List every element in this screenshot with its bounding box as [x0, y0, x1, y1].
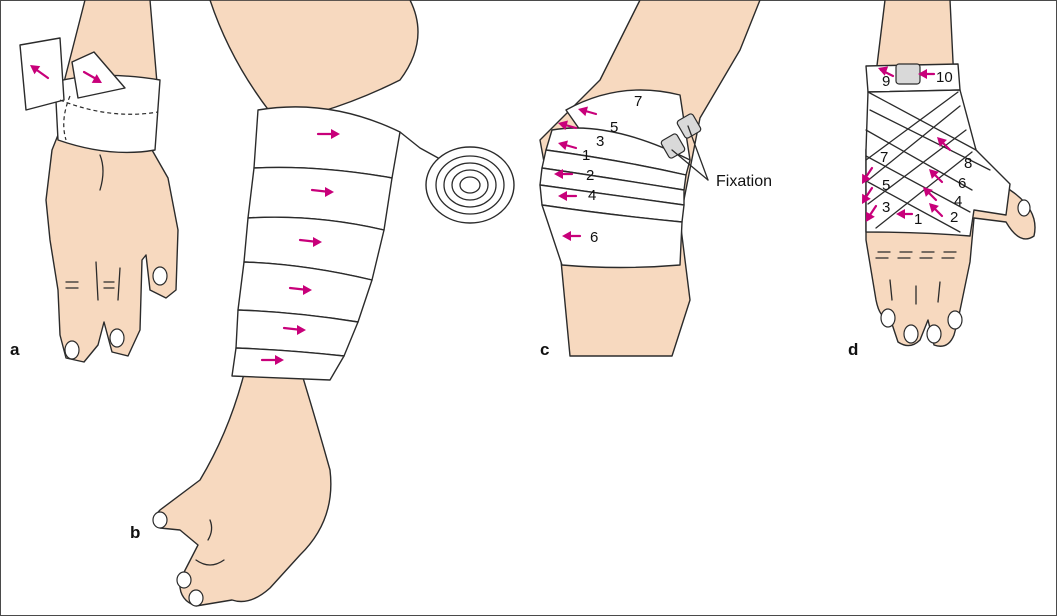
- hand-b: [155, 368, 331, 606]
- layer-number-7: 7: [634, 93, 642, 110]
- layer-number-4: 4: [588, 187, 596, 204]
- forearm: [46, 0, 178, 362]
- panel-a-wrist-bandage: a: [10, 0, 178, 362]
- panel-label-b: b: [130, 523, 140, 542]
- layer-number-3: 3: [596, 133, 604, 150]
- layer-number-6: 6: [590, 229, 598, 246]
- panel-d-hand-bandage: 9 10 8 7 6 5 4 3 2 1 d: [848, 0, 1035, 359]
- layer-number-9: 9: [882, 73, 890, 90]
- layer-number-10: 10: [936, 69, 953, 86]
- panel-c-knee-bandage: 7 5 3 1 2 4 6 Fixation c: [540, 0, 772, 359]
- panel-label-a: a: [10, 340, 20, 359]
- layer-number-8: 8: [964, 155, 972, 172]
- layer-number-7: 7: [880, 149, 888, 166]
- layer-number-5: 5: [610, 119, 618, 136]
- layer-number-4: 4: [954, 193, 962, 210]
- layer-number-5: 5: [882, 177, 890, 194]
- panel-label-d: d: [848, 340, 858, 359]
- layer-number-6: 6: [958, 175, 966, 192]
- layer-number-2: 2: [586, 167, 594, 184]
- layer-number-2: 2: [950, 209, 958, 226]
- upper-arm: [210, 0, 418, 112]
- panel-b-arm-bandage: b: [130, 0, 514, 606]
- layer-number-1: 1: [914, 211, 922, 228]
- bandage-roll: [400, 132, 514, 223]
- layer-number-3: 3: [882, 199, 890, 216]
- fixation-tape-d: [896, 64, 920, 84]
- fixation-label: Fixation: [716, 173, 772, 190]
- layer-number-1: 1: [582, 147, 590, 164]
- panel-label-c: c: [540, 340, 549, 359]
